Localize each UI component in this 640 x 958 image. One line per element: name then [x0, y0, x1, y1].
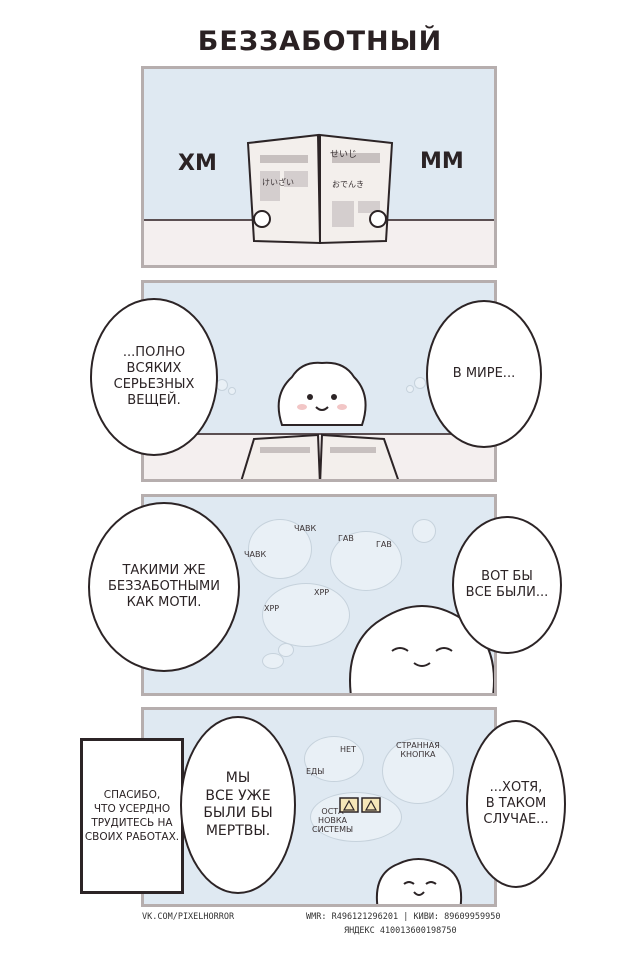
- thought-dot: [262, 653, 284, 669]
- sfx-hrr-1: ХРР: [264, 604, 280, 613]
- moti-dog-illustration: [376, 858, 462, 904]
- thought-dot: [228, 387, 236, 395]
- newspaper-headline-3: おでんき: [332, 180, 364, 189]
- newspaper-headline-2: けいざい: [262, 178, 294, 187]
- label-system-halt: ОСТА НОВКА СИСТЕМЫ: [312, 807, 354, 834]
- sfx-mm: ММ: [420, 149, 464, 174]
- newspaper-headline-1: せいじ: [330, 150, 358, 160]
- newspaper-illustration: [246, 133, 394, 245]
- speech-bubble-left: ТАКИМИ ЖЕ БЕЗЗАБОТНЫМИ КАК МОТИ.: [88, 502, 240, 672]
- warning-icon: [339, 797, 381, 813]
- sfx-edy: ЕДЫ: [306, 767, 325, 776]
- footer-yandex: ЯНДЕКС 410013600198750: [344, 926, 457, 936]
- speech-bubble-middle: МЫ ВСЕ УЖЕ БЫЛИ БЫ МЕРТВЫ.: [180, 716, 296, 894]
- sfx-gav-1: ГАВ: [338, 534, 354, 543]
- speech-bubble-right: ...ХОТЯ, В ТАКОМ СЛУЧАЕ...: [466, 720, 566, 888]
- speech-bubble-right: ВОТ БЫ ВСЕ БЫЛИ...: [452, 516, 562, 654]
- sfx-hrr-2: ХРР: [314, 588, 330, 597]
- thanks-note-box: СПАСИБО, ЧТО УСЕРДНО ТРУДИТЕСЬ НА СВОИХ …: [80, 738, 184, 894]
- dream-bubble-eating: [248, 519, 312, 579]
- newspaper-illustration: [240, 433, 399, 479]
- dream-bubble-strange-button: [382, 738, 454, 804]
- thought-dot: [412, 519, 436, 543]
- dream-bubble-sleeping: [262, 583, 350, 647]
- sfx-chavk-1: ЧАВК: [294, 524, 317, 533]
- thought-dot: [406, 385, 414, 393]
- dream-bubble-barking: [330, 531, 402, 591]
- footer-site-link[interactable]: VK.COM/PIXELHORROR: [142, 912, 235, 922]
- footer-wallets: WMR: R496121296201 | КИВИ: 89609959950: [306, 912, 501, 922]
- page-title: БЕЗЗАБОТНЫЙ: [197, 26, 443, 57]
- thought-bubble-right: В МИРЕ...: [426, 300, 542, 448]
- moti-dog-illustration: [277, 361, 367, 426]
- dream-bubble-no-food: [304, 736, 364, 782]
- thought-dot: [414, 377, 426, 389]
- thought-bubble-left: ...ПОЛНО ВСЯКИХ СЕРЬЕЗНЫХ ВЕЩЕЙ.: [90, 298, 218, 456]
- thought-dot: [278, 643, 294, 657]
- sfx-hm: ХМ: [178, 151, 217, 176]
- sfx-gav-2: ГАВ: [376, 540, 392, 549]
- comic-panel-1: ХМ ММ せいじ けいざい おでんき: [141, 66, 497, 268]
- label-strange-button: СТРАННАЯ КНОПКА: [396, 741, 440, 759]
- sfx-chavk-2: ЧАВК: [244, 550, 267, 559]
- sleeping-dog-illustration: [349, 605, 494, 693]
- sfx-net: НЕТ: [340, 745, 356, 754]
